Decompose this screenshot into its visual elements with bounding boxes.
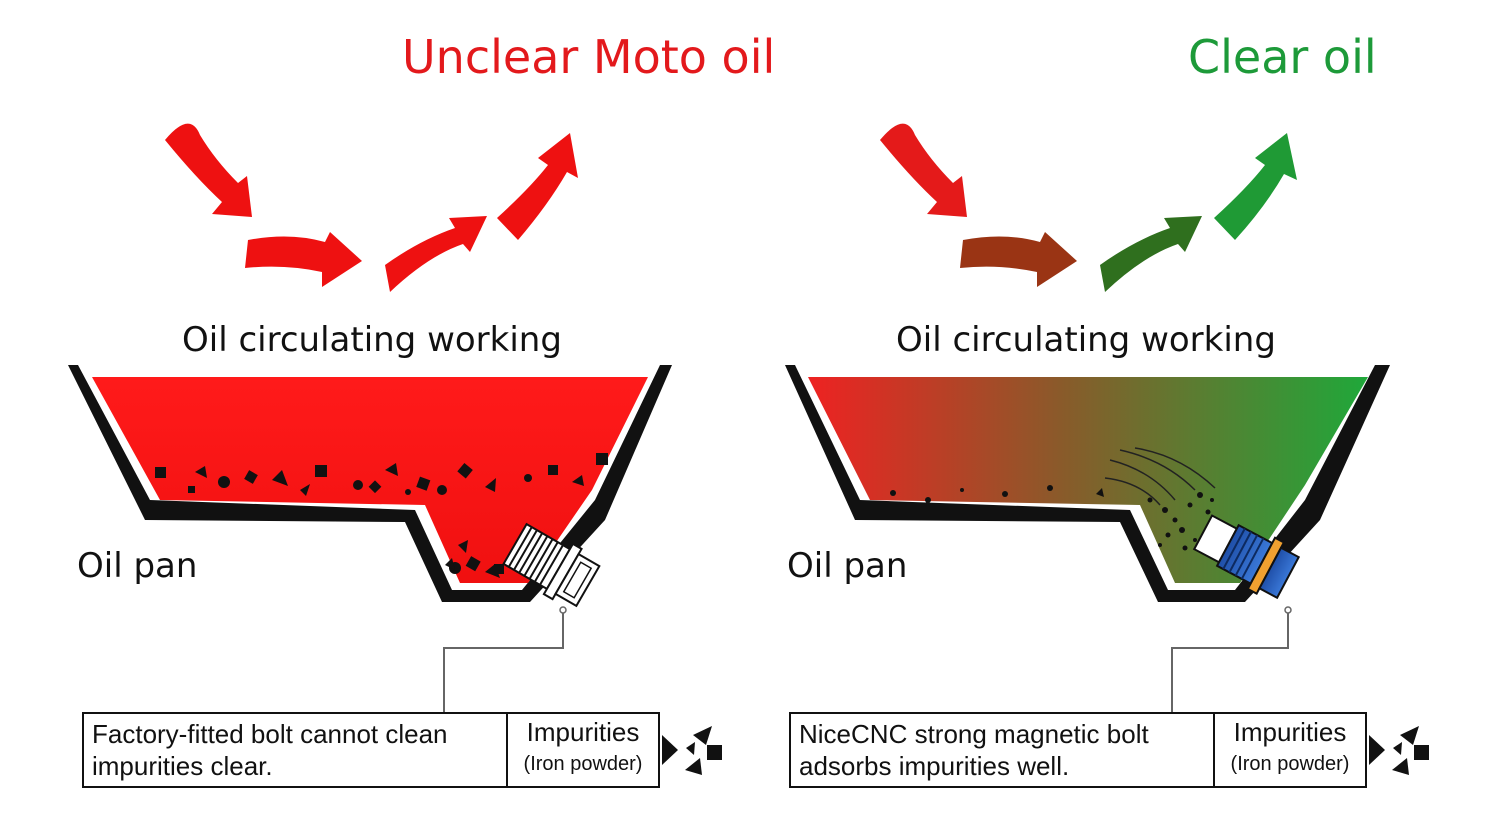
title-clear-oil: Clear oil — [1188, 30, 1377, 84]
description-line: impurities clear. — [92, 751, 273, 781]
circulating-label-left: Oil circulating working — [182, 320, 562, 360]
pointer-arrow-icon — [662, 735, 678, 765]
arrow-icon — [497, 133, 578, 240]
oil-pan-label-left: Oil pan — [77, 546, 198, 586]
description-line: NiceCNC strong magnetic bolt — [799, 719, 1149, 749]
iron-powder-right — [890, 485, 1214, 551]
arrows-right — [880, 123, 1297, 292]
callout-box-left: Factory-fitted bolt cannot clean impurit… — [82, 712, 660, 788]
iron-powder-icon — [685, 726, 722, 775]
impurity-pointer-right — [1369, 726, 1429, 775]
oil-pan-left — [68, 365, 672, 712]
oil-pan-label-right: Oil pan — [787, 546, 908, 586]
description-line: Factory-fitted bolt cannot clean — [92, 719, 448, 749]
arrow-icon — [1100, 216, 1202, 292]
impurities-label: Impurities — [1233, 717, 1347, 747]
circulating-label-right: Oil circulating working — [896, 320, 1276, 360]
drain-bolt-icon — [502, 522, 601, 608]
arrow-icon — [880, 123, 967, 217]
impurities-cell-left: Impurities (Iron powder) — [508, 714, 658, 786]
impurities-sub-label: (Iron powder) — [1230, 753, 1350, 775]
arrows-left — [165, 123, 578, 292]
arrow-icon — [960, 232, 1077, 287]
impurities-cell-right: Impurities (Iron powder) — [1215, 714, 1365, 786]
arrow-icon — [1214, 133, 1297, 240]
pointer-arrow-icon — [1369, 735, 1385, 765]
title-unclear-oil: Unclear Moto oil — [402, 30, 776, 84]
callout-box-right: NiceCNC strong magnetic bolt adsorbs imp… — [789, 712, 1367, 788]
description-line: adsorbs impurities well. — [799, 751, 1070, 781]
iron-powder-left — [155, 453, 608, 578]
impurity-pointer-left — [662, 726, 722, 775]
arrow-icon — [245, 232, 362, 287]
magnetic-bolt-icon — [1192, 514, 1301, 600]
impurities-sub-label: (Iron powder) — [523, 753, 643, 775]
callout-description-left: Factory-fitted bolt cannot clean impurit… — [84, 714, 508, 786]
oil-pan-right — [785, 365, 1390, 712]
arrow-icon — [165, 123, 252, 217]
leader-line-right — [1171, 612, 1289, 712]
arrow-icon — [385, 216, 487, 292]
leader-line-left — [443, 612, 564, 712]
oil-fill-left — [92, 377, 648, 583]
impurities-label: Impurities — [526, 717, 640, 747]
callout-description-right: NiceCNC strong magnetic bolt adsorbs imp… — [791, 714, 1215, 786]
iron-powder-icon — [1392, 726, 1429, 775]
flow-lines-right — [1104, 447, 1216, 506]
